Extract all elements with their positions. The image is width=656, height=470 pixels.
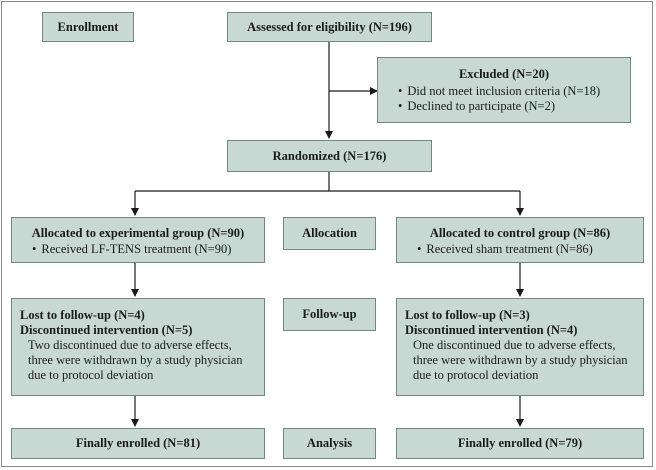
excluded-item: Declined to participate (N=2) xyxy=(398,99,630,114)
experimental-allocated-title: Allocated to experimental group (N=90) xyxy=(31,226,245,240)
enrollment-label: Enrollment xyxy=(42,12,134,42)
assessed-box: Assessed for eligibility (N=196) xyxy=(227,12,432,42)
control-received: Received sham treatment (N=86) xyxy=(397,242,643,257)
experimental-followup-box: Lost to follow-up (N=4) Discontinued int… xyxy=(11,298,265,396)
allocation-label-text: Allocation xyxy=(302,226,357,240)
control-final-box: Finally enrolled (N=79) xyxy=(396,428,644,459)
experimental-allocated-box: Allocated to experimental group (N=90) R… xyxy=(11,217,265,263)
control-allocated-box: Allocated to control group (N=86) Receiv… xyxy=(396,217,644,263)
analysis-label-text: Analysis xyxy=(306,436,353,450)
experimental-lost: Lost to follow-up (N=4) xyxy=(20,308,145,322)
experimental-final-box: Finally enrolled (N=81) xyxy=(11,428,265,459)
excluded-title: Excluded (N=20) xyxy=(458,67,550,81)
experimental-final-text: Finally enrolled (N=81) xyxy=(75,436,201,450)
excluded-box: Excluded (N=20) Did not meet inclusion c… xyxy=(377,57,631,123)
experimental-reason-line: due to protocol deviation xyxy=(28,368,154,382)
analysis-label: Analysis xyxy=(283,428,376,459)
assessed-text: Assessed for eligibility (N=196) xyxy=(247,19,412,34)
followup-label: Follow-up xyxy=(283,298,376,331)
control-reason-line: due to protocol deviation xyxy=(413,368,539,382)
allocation-label: Allocation xyxy=(283,217,376,250)
control-reason-line: One discontinued due to adverse effects, xyxy=(413,338,616,352)
control-lost: Lost to follow-up (N=3) xyxy=(405,308,530,322)
randomized-text: Randomized (N=176) xyxy=(272,148,387,163)
control-allocated-title: Allocated to control group (N=86) xyxy=(429,226,611,240)
experimental-discontinued: Discontinued intervention (N=5) xyxy=(20,323,193,337)
followup-label-text: Follow-up xyxy=(302,307,357,321)
control-followup-box: Lost to follow-up (N=3) Discontinued int… xyxy=(396,298,644,396)
excluded-item: Did not meet inclusion criteria (N=18) xyxy=(398,84,630,99)
experimental-received: Received LF-TENS treatment (N=90) xyxy=(12,242,264,257)
control-final-text: Finally enrolled (N=79) xyxy=(457,436,583,450)
control-discontinued: Discontinued intervention (N=4) xyxy=(405,323,578,337)
randomized-box: Randomized (N=176) xyxy=(227,140,432,172)
experimental-reason-line: Two discontinued due to adverse effects, xyxy=(28,338,232,352)
enrollment-label-text: Enrollment xyxy=(57,19,119,34)
control-reason-line: three were withdrawn by a study physicia… xyxy=(413,353,628,367)
experimental-reason-line: three were withdrawn by a study physicia… xyxy=(28,353,243,367)
